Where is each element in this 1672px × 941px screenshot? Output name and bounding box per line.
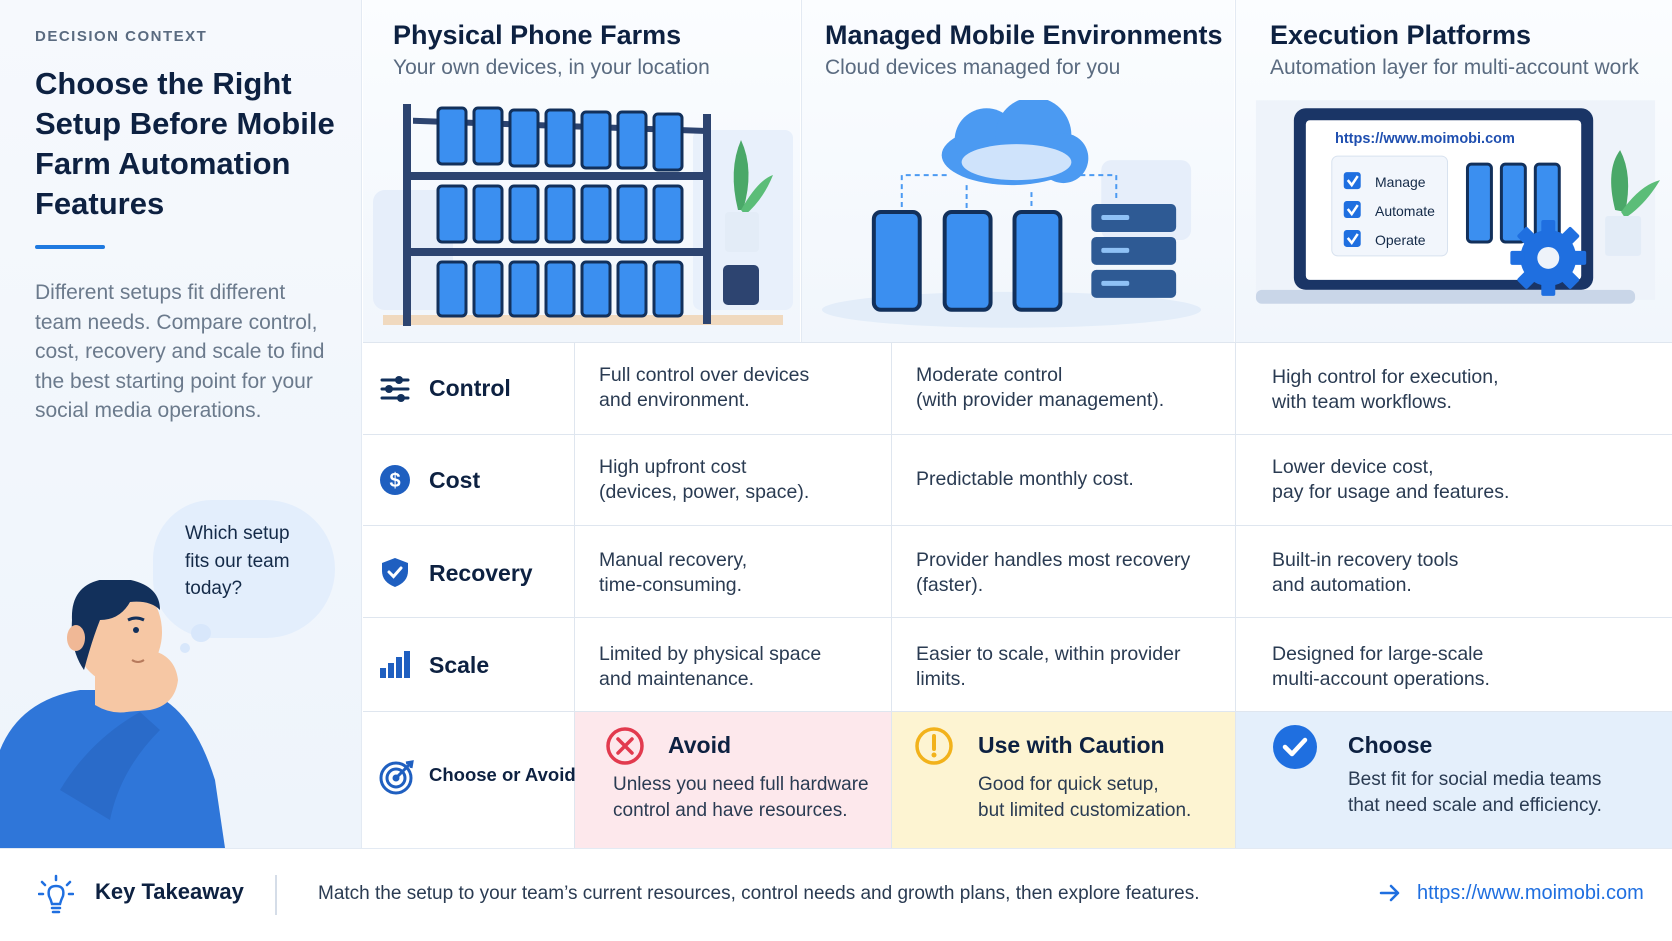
x-circle-icon bbox=[606, 727, 644, 765]
row-label-cell: Control bbox=[363, 343, 575, 434]
bar-chart-icon bbox=[380, 651, 410, 678]
dollar-icon: $ bbox=[380, 465, 410, 495]
laptop-platform-illustration bbox=[1255, 100, 1661, 304]
table-cell: Designed for large-scale multi-account o… bbox=[1236, 618, 1672, 711]
verdict-text: Unless you need full hardware control an… bbox=[613, 774, 869, 821]
column-title: Execution Platforms bbox=[1270, 20, 1532, 50]
website-link[interactable]: https://www.moimobi.com bbox=[1417, 882, 1644, 904]
table-row-recovery: Recovery Manual recovery, time-consuming… bbox=[363, 526, 1672, 618]
cell-text: Lower device cost, pay for usage and fea… bbox=[1272, 456, 1510, 503]
table-row-cost: $ Cost High upfront cost (devices, power… bbox=[363, 435, 1672, 526]
check-circle-icon bbox=[1273, 725, 1317, 769]
row-label-cell: $ Cost bbox=[363, 435, 575, 525]
row-label: Cost bbox=[429, 467, 481, 493]
footer-divider bbox=[275, 875, 277, 915]
table-cell: Provider handles most recovery (faster). bbox=[892, 526, 1236, 617]
table-cell: High upfront cost (devices, power, space… bbox=[575, 435, 892, 525]
table-cell: Lower device cost, pay for usage and fea… bbox=[1236, 435, 1672, 525]
cell-text: Easier to scale, within provider limits. bbox=[916, 643, 1181, 690]
target-icon bbox=[379, 760, 414, 795]
row-label: Scale bbox=[429, 652, 490, 678]
browser-url: https://www.moimobi.com bbox=[1335, 131, 1515, 147]
cell-text: Designed for large-scale multi-account o… bbox=[1272, 643, 1490, 690]
table-row-control: Control Full control over devices and en… bbox=[363, 343, 1672, 435]
thought-dot bbox=[191, 624, 211, 642]
column-physical-phone-farms: Physical Phone Farms Your own devices, i… bbox=[363, 0, 800, 342]
column-managed-mobile-environments: Managed Mobile Environments Cloud device… bbox=[801, 0, 1234, 342]
cell-text: Limited by physical space and maintenanc… bbox=[599, 643, 822, 690]
cell-text: Predictable monthly cost. bbox=[916, 468, 1134, 490]
comparison-table: Control Full control over devices and en… bbox=[363, 342, 1672, 849]
table-cell: Predictable monthly cost. bbox=[892, 435, 1236, 525]
checklist-item-automate: Automate bbox=[1375, 203, 1435, 219]
verdict-text: Good for quick setup, but limited custom… bbox=[978, 774, 1192, 821]
checklist-item-operate: Operate bbox=[1375, 232, 1426, 248]
thought-bubble: Which setup fits our team today? bbox=[153, 500, 335, 638]
title-underline bbox=[35, 245, 105, 249]
column-execution-platforms: Execution Platforms Automation layer for… bbox=[1235, 0, 1672, 342]
decision-context-panel: DECISION CONTEXT Choose the Right Setup … bbox=[0, 0, 362, 848]
arrow-right-icon bbox=[1379, 884, 1400, 902]
cell-text: Full control over devices and environmen… bbox=[599, 364, 810, 411]
key-takeaway-footer: Key Takeaway Match the setup to your tea… bbox=[0, 848, 1672, 941]
cell-text: High control for execution, with team wo… bbox=[1272, 366, 1499, 413]
table-cell: Easier to scale, within provider limits. bbox=[892, 618, 1236, 711]
row-label-cell: Choose or Avoid bbox=[363, 712, 576, 849]
verdict-title: Avoid bbox=[668, 732, 732, 758]
verdict-choose-cell: Choose Best fit for social media teams t… bbox=[1236, 712, 1672, 849]
table-cell: Limited by physical space and maintenanc… bbox=[575, 618, 892, 711]
row-label: Recovery bbox=[429, 560, 533, 586]
page-title: Choose the Right Setup Before Mobile Far… bbox=[35, 66, 335, 221]
verdict-caution-cell: Use with Caution Good for quick setup, b… bbox=[892, 712, 1236, 849]
row-label: Control bbox=[429, 375, 511, 401]
cell-text: Provider handles most recovery (faster). bbox=[916, 549, 1191, 596]
table-cell: Full control over devices and environmen… bbox=[575, 343, 892, 434]
key-takeaway-text: Match the setup to your team’s current r… bbox=[318, 883, 1200, 904]
cloud-devices-illustration bbox=[821, 100, 1202, 328]
intro-description: Different setups fit different team need… bbox=[35, 281, 325, 422]
checklist-item-manage: Manage bbox=[1375, 174, 1426, 190]
lightbulb-icon bbox=[38, 874, 74, 914]
row-label-cell: Recovery bbox=[363, 526, 575, 617]
column-title: Physical Phone Farms bbox=[393, 20, 682, 50]
table-row-scale: Scale Limited by physical space and main… bbox=[363, 618, 1672, 712]
cell-text: Moderate control (with provider manageme… bbox=[916, 364, 1165, 411]
row-label-cell: Scale bbox=[363, 618, 575, 711]
table-cell: Built-in recovery tools and automation. bbox=[1236, 526, 1672, 617]
cell-text: High upfront cost (devices, power, space… bbox=[599, 456, 810, 503]
verdict-title: Use with Caution bbox=[978, 732, 1165, 758]
verdict-avoid-cell: Avoid Unless you need full hardware cont… bbox=[575, 712, 892, 849]
table-cell: Manual recovery, time-consuming. bbox=[575, 526, 892, 617]
phone-rack-illustration bbox=[373, 104, 793, 326]
key-takeaway-label: Key Takeaway bbox=[95, 879, 244, 904]
cell-text: Manual recovery, time-consuming. bbox=[599, 549, 748, 596]
table-cell: High control for execution, with team wo… bbox=[1236, 343, 1672, 434]
cell-text: Built-in recovery tools and automation. bbox=[1272, 549, 1459, 596]
column-subtitle: Automation layer for multi-account work bbox=[1270, 56, 1639, 79]
shield-check-icon bbox=[382, 558, 408, 587]
thinking-person-illustration bbox=[0, 580, 225, 848]
verdict-text: Best fit for social media teams that nee… bbox=[1348, 769, 1602, 816]
table-cell: Moderate control (with provider manageme… bbox=[892, 343, 1236, 434]
table-row-choose-or-avoid: Choose or Avoid Avoid Unless you need fu… bbox=[363, 712, 1672, 849]
thought-dot bbox=[180, 643, 190, 653]
row-label: Choose or Avoid bbox=[429, 764, 576, 785]
svg-text:$: $ bbox=[389, 470, 400, 492]
eyebrow-label: DECISION CONTEXT bbox=[35, 28, 208, 45]
column-subtitle: Cloud devices managed for you bbox=[825, 56, 1121, 79]
verdict-title: Choose bbox=[1348, 732, 1433, 758]
warning-circle-icon bbox=[915, 727, 953, 765]
column-title: Managed Mobile Environments bbox=[825, 20, 1223, 50]
sliders-icon bbox=[380, 376, 410, 402]
thought-bubble-text: Which setup fits our team today? bbox=[185, 523, 290, 599]
column-subtitle: Your own devices, in your location bbox=[393, 56, 710, 79]
